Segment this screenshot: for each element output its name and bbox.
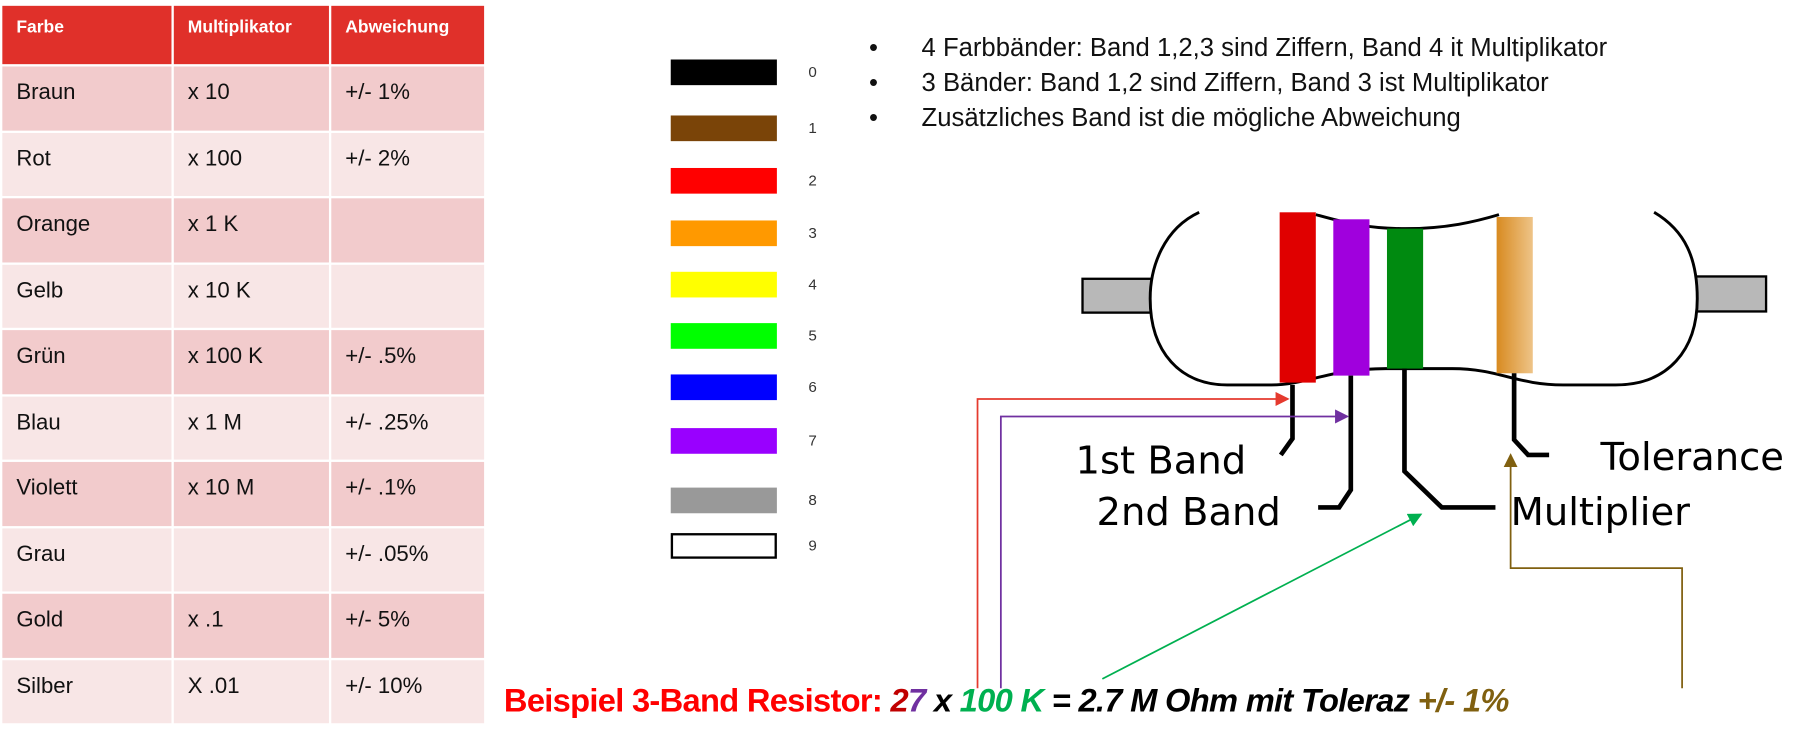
arrow-tolerance xyxy=(1503,453,1683,689)
cell-abweichung: +/- .25% xyxy=(331,396,485,460)
digit-label: 5 xyxy=(808,326,817,345)
cell-farbe: Violett xyxy=(2,461,172,526)
leader-lines xyxy=(1278,368,1550,510)
band-1 xyxy=(1279,212,1316,383)
cell-abweichung xyxy=(331,264,485,328)
cell-farbe: Gold xyxy=(2,593,172,658)
example-digit1: 2 xyxy=(890,682,908,719)
cell-farbe: Gelb xyxy=(2,264,172,328)
bullet-item: •Zusätzliches Band ist die mögliche Abwe… xyxy=(869,102,1461,132)
color-swatch xyxy=(670,167,777,194)
color-swatch xyxy=(670,115,777,142)
example-result: = 2.7 M Ohm mit Toleraz xyxy=(1043,682,1418,719)
cell-multiplikator: x 1 K xyxy=(173,198,329,262)
color-swatch xyxy=(670,374,777,401)
left-lead xyxy=(1081,277,1157,314)
cell-multiplikator: X .01 xyxy=(173,659,329,724)
cell-farbe: Silber xyxy=(2,659,172,724)
bullet-text: Zusätzliches Band ist die mögliche Abwei… xyxy=(921,102,1461,132)
digit-label: 3 xyxy=(808,223,817,242)
cell-abweichung: +/- .1% xyxy=(331,461,485,526)
cell-abweichung: +/- 2% xyxy=(331,132,485,196)
band-tolerance xyxy=(1496,216,1533,374)
cell-abweichung: +/- 5% xyxy=(331,593,485,658)
cell-multiplikator: x 10 K xyxy=(173,264,329,328)
cell-multiplikator: x 100 xyxy=(173,132,329,196)
color-swatch xyxy=(670,59,777,86)
color-swatch xyxy=(670,487,777,514)
label-1st-band: 1st Band xyxy=(1076,439,1247,484)
cell-multiplikator: x 10 xyxy=(173,66,329,131)
cell-abweichung: +/- .05% xyxy=(331,527,485,592)
cell-multiplikator: x 100 K xyxy=(173,330,329,394)
cell-multiplikator: x 10 M xyxy=(173,461,329,526)
header-farbe: Farbe xyxy=(2,5,172,65)
cell-multiplikator: x 1 M xyxy=(173,396,329,460)
color-swatch xyxy=(670,533,777,559)
example-times: x xyxy=(925,682,960,719)
bullet-item: •3 Bänder: Band 1,2 sind Ziffern, Band 3… xyxy=(869,67,1549,97)
color-swatch xyxy=(670,428,777,454)
digit-label: 7 xyxy=(808,431,817,450)
cell-farbe: Braun xyxy=(2,66,172,131)
label-multiplier: Multiplier xyxy=(1511,490,1691,535)
color-swatch xyxy=(670,271,777,298)
resistor-body xyxy=(1148,210,1699,387)
digit-label: 6 xyxy=(808,377,817,396)
bullet-text: 4 Farbbänder: Band 1,2,3 sind Ziffern, B… xyxy=(921,32,1608,62)
right-lead xyxy=(1692,275,1768,313)
example-calculation: Beispiel 3-Band Resistor: 27 x 100 K = 2… xyxy=(504,682,1509,719)
bullet-item: •4 Farbbänder: Band 1,2,3 sind Ziffern, … xyxy=(869,32,1608,62)
band-multiplier xyxy=(1386,228,1424,369)
header-multiplikator: Multiplikator xyxy=(173,5,329,65)
example-digit2: 7 xyxy=(907,682,926,719)
header-abweichung: Abweichung xyxy=(331,5,485,65)
cell-abweichung: +/- 10% xyxy=(331,659,485,724)
cell-abweichung: +/- .5% xyxy=(331,330,485,394)
digit-label: 4 xyxy=(808,275,817,293)
cell-farbe: Grau xyxy=(2,527,172,592)
cell-farbe: Grün xyxy=(2,330,172,394)
cell-multiplikator xyxy=(173,527,329,592)
cell-farbe: Blau xyxy=(2,396,172,460)
color-swatch xyxy=(670,323,777,349)
example-prefix: Beispiel 3-Band Resistor: xyxy=(503,682,891,719)
example-tolerance: +/- 1% xyxy=(1417,682,1510,719)
digit-label: 1 xyxy=(808,118,817,137)
cell-abweichung xyxy=(331,198,485,262)
band-2 xyxy=(1333,219,1370,376)
label-2nd-band: 2nd Band xyxy=(1097,490,1281,535)
bullet-text: 3 Bänder: Band 1,2 sind Ziffern, Band 3 … xyxy=(921,67,1549,97)
table-row: Grau +/- .05% xyxy=(2,527,485,592)
arrow-digit1 xyxy=(976,391,1290,689)
digit-label: 8 xyxy=(808,491,817,509)
arrow-digit2 xyxy=(999,409,1350,689)
cell-farbe: Orange xyxy=(2,198,172,262)
digit-label: 2 xyxy=(808,171,817,189)
digit-label: 9 xyxy=(808,536,817,555)
example-multiplier: 100 K xyxy=(959,682,1044,719)
cell-multiplikator: x .1 xyxy=(173,593,329,658)
label-tolerance: Tolerance xyxy=(1599,435,1784,480)
cell-farbe: Rot xyxy=(2,132,172,196)
arrow-multiplier xyxy=(1101,513,1423,680)
color-swatch xyxy=(670,220,777,247)
cell-abweichung: +/- 1% xyxy=(331,66,485,131)
digit-label: 0 xyxy=(808,62,817,81)
